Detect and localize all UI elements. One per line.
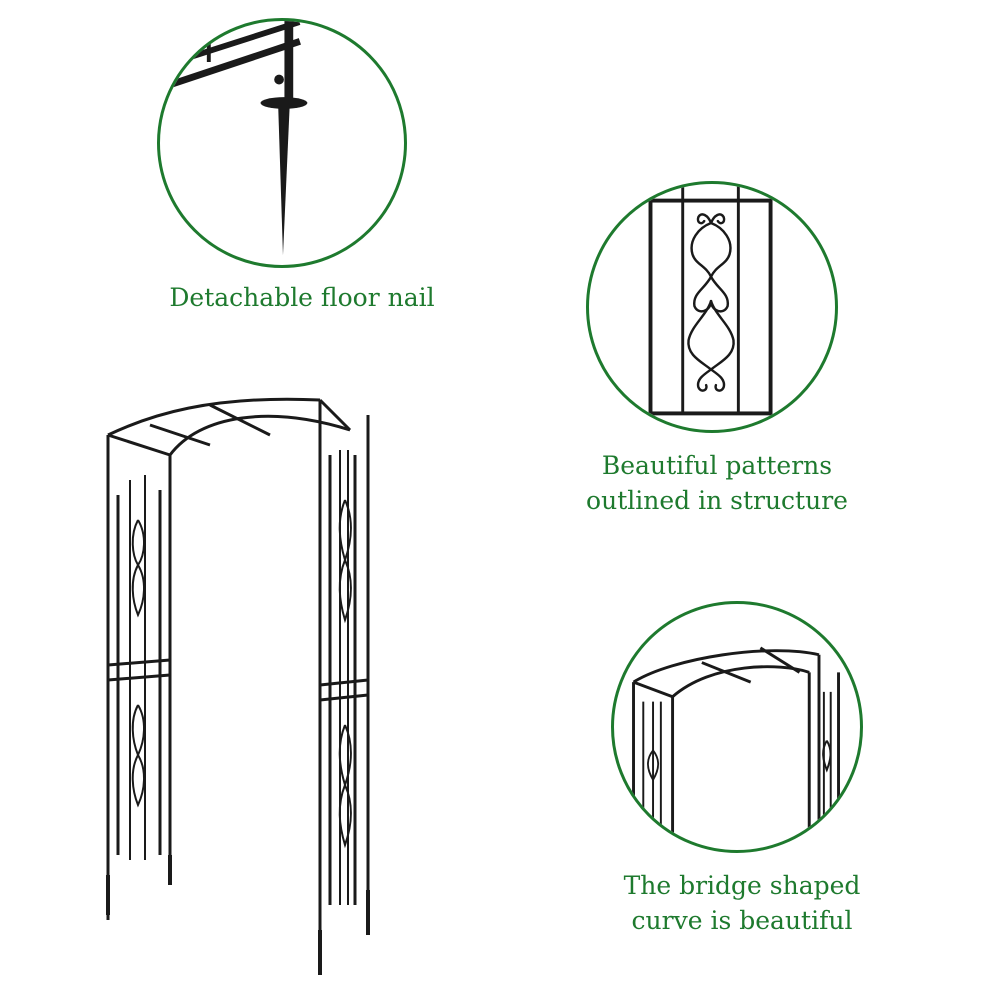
floor-nail-closeup-icon [160,21,308,256]
floor-nail-caption: Detachable floor nail [157,280,447,315]
caption-line: Beautiful patterns [601,451,833,480]
arch-caption: The bridge shaped curve is beautiful [597,868,887,938]
pattern-caption: Beautiful patterns outlined in structure [572,448,862,518]
garden-arch-icon [106,397,370,975]
caption-line: Detachable floor nail [169,283,435,312]
caption-line: The bridge shaped [623,871,861,900]
floor-nail-closeup-circle [157,18,407,268]
pattern-closeup-circle [586,181,838,433]
pattern-panel-closeup-icon [648,184,773,416]
arch-curve-closeup-circle [611,601,863,853]
arch-curve-closeup-icon [632,646,840,850]
caption-line: curve is beautiful [631,906,853,935]
caption-line: outlined in structure [586,486,848,515]
